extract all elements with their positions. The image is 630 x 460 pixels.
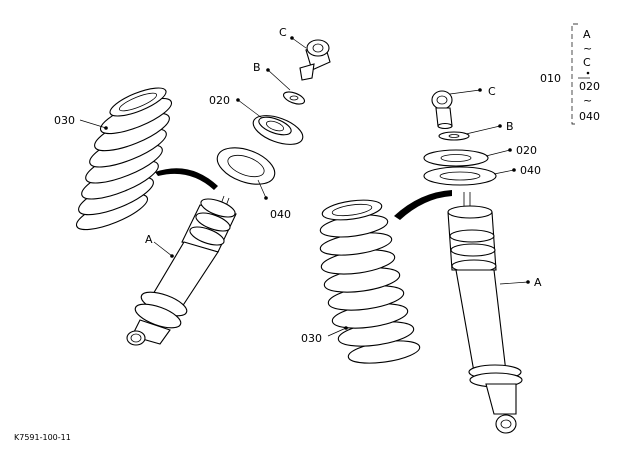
left-washer-b (282, 91, 306, 105)
left-assembly-arrow (155, 168, 218, 190)
right-washer-040 (423, 166, 497, 186)
left-label-c: C (279, 26, 287, 39)
legend-line-040: 040 (579, 110, 600, 123)
left-label-040: 040 (270, 208, 291, 221)
right-seat-020 (423, 149, 489, 167)
left-seat-020 (252, 115, 304, 145)
right-label-040: 040 (520, 164, 541, 177)
left-coil-spring (75, 87, 173, 231)
right-label-b: B (506, 120, 514, 133)
legend-line-tilde-2: ~ (583, 94, 592, 107)
left-washer-040 (216, 147, 276, 185)
left-bushing-c (299, 39, 331, 81)
right-label-030: 030 (301, 332, 322, 345)
left-label-020: 020 (209, 94, 230, 107)
legend-line-020: 020 (579, 80, 600, 93)
right-shock-absorber (447, 192, 523, 434)
left-label-b: B (253, 61, 261, 74)
legend-line-tilde-1: ~ (583, 42, 592, 55)
set-legend: 010 A ~ C 020 ~ 040 (540, 23, 600, 125)
left-shock-absorber (126, 195, 237, 346)
right-bushing-c (431, 90, 453, 130)
right-assembly-arrow (394, 190, 452, 220)
figure-code: K7591-100-11 (14, 433, 71, 442)
left-label-a: A (145, 233, 153, 246)
right-coil-spring (319, 199, 421, 364)
right-label-a: A (534, 276, 542, 289)
legend-line-c: C (583, 56, 591, 69)
right-washer-b (438, 131, 470, 141)
legend-set-number: 010 (540, 72, 561, 85)
right-label-020: 020 (516, 144, 537, 157)
right-label-c: C (488, 85, 496, 98)
left-label-030: 030 (54, 114, 75, 127)
legend-line-a: A (583, 28, 591, 41)
